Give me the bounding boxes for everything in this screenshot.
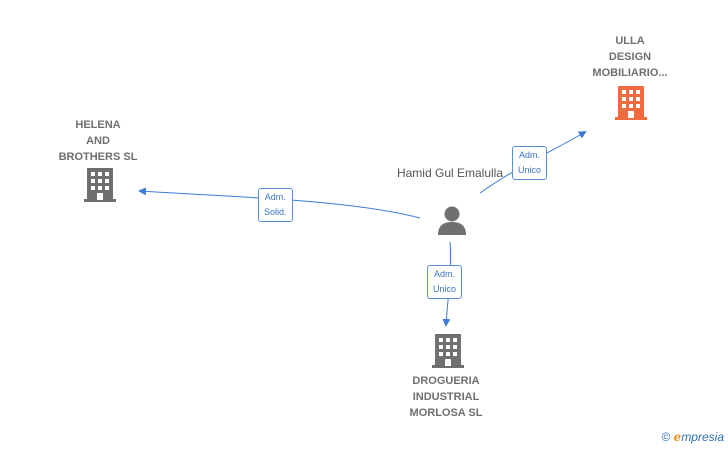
copyright-icon: © bbox=[661, 430, 671, 444]
relation-label-drogueria: Adm. Unico bbox=[427, 265, 463, 299]
brand-name: mpresia bbox=[681, 430, 724, 444]
relation-label-ulla: Adm. Unico bbox=[512, 146, 548, 180]
relation-label-helena: Adm. Solid. bbox=[258, 188, 293, 222]
person-icon[interactable] bbox=[436, 205, 468, 235]
building-icon[interactable] bbox=[84, 168, 116, 202]
edge-to-helena bbox=[138, 187, 421, 219]
building-icon[interactable] bbox=[432, 334, 464, 368]
company-name-ulla[interactable]: ULLA DESIGN MOBILIARIO... bbox=[592, 35, 668, 79]
company-name-helena[interactable]: HELENA AND BROTHERS SL bbox=[58, 119, 138, 163]
brand-first-letter: e bbox=[673, 430, 682, 444]
empresia-logo[interactable]: © empresia bbox=[661, 430, 724, 444]
company-name-drogueria[interactable]: DROGUERIA INDUSTRIAL MORLOSA SL bbox=[409, 375, 483, 419]
building-icon[interactable] bbox=[615, 86, 647, 120]
person-name[interactable]: Hamid Gul Emalulla bbox=[396, 166, 504, 180]
